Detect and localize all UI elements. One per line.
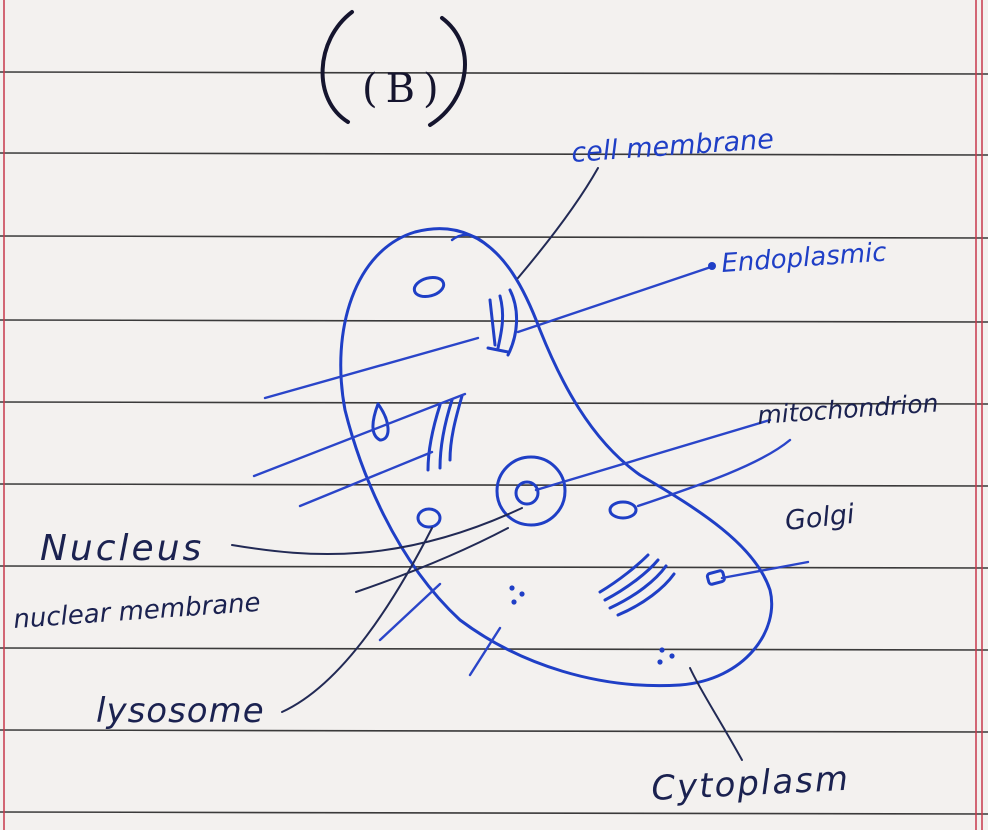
pointer-bottom-stub [470,628,500,675]
label-lysosome: lysosome [96,691,265,731]
figure-label: (B) [323,12,465,125]
pointer-lysosome-2 [380,584,440,640]
label-nuclear-membrane: nuclear membrane [12,588,261,635]
bullet-icon [708,262,716,270]
label-endoplasmic: Endoplasmic [708,238,887,279]
pointer-mitochondrion [536,420,770,490]
label-nucleus: Nucleus [40,528,204,569]
label-endoplasmic-text: Endoplasmic [720,238,887,279]
label-cell-membrane: cell membrane [570,124,774,169]
label-mitochondrion: mitochondrion [756,388,939,430]
pointer-nucleus [232,508,522,554]
organelle-oval-top [412,274,446,299]
pointer-left-3 [300,452,432,506]
pointer-cell-membrane [518,168,598,278]
label-cytoplasm: Cytoplasm [650,759,851,809]
vacuole-drop [373,404,388,440]
endoplasmic-reticulum-shape [488,290,517,355]
golgi-curves [600,555,674,615]
pointer-lysosome [282,528,432,712]
mitochondrion-oval [610,502,636,518]
open-paren [323,12,352,122]
pointer-nuclear-membrane [356,528,508,592]
pointer-cytoplasm [690,668,742,760]
pointer-endoplasmic [518,268,708,332]
pointer-mito-oval [638,440,790,506]
pointer-er-left [265,338,478,398]
figure-label-text: (B) [362,66,447,112]
lysosome-circle [418,509,440,527]
label-golgi: Golgi [783,499,856,537]
